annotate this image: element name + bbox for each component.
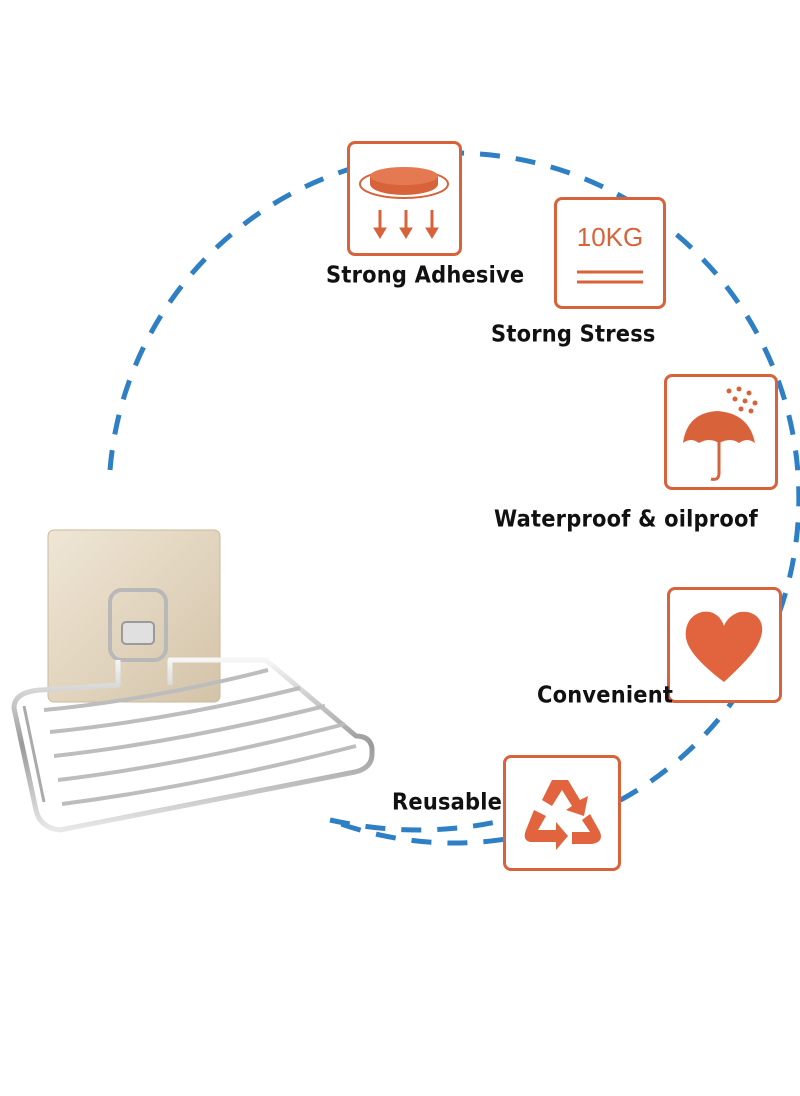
umbrella-rain-icon [683,386,758,481]
waterproof-label: Waterproof & oilproof [494,506,758,532]
adhesive-badge [347,141,462,256]
adhesive-label: Strong Adhesive [326,262,525,288]
convenient-badge [667,587,782,703]
weight-icon [577,270,643,284]
stress-label: Storng Stress [491,321,656,347]
reusable-label: Reusable [392,789,503,815]
reusable-badge [503,755,621,871]
waterproof-badge [664,374,778,490]
weight-text: 10KG [576,222,644,252]
heart-icon [685,611,763,682]
stress-badge: 10KG [554,197,666,309]
convenient-label: Convenient [537,682,674,708]
soap-dish-holder [11,529,375,833]
recycle-icon [524,780,601,850]
adhesive-pad-icon [359,167,449,239]
